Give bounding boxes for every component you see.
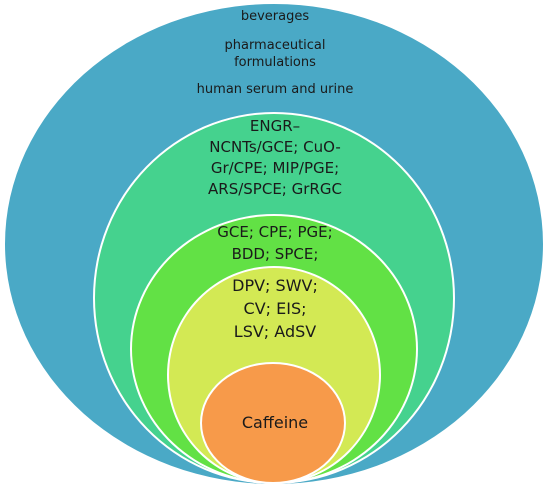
label-pharmaceutical: pharmaceutical <box>224 38 326 53</box>
label-techniques-2: CV; EIS; <box>243 299 307 318</box>
label-electrodes-1: GCE; CPE; PGE; <box>217 223 333 241</box>
label-beverages: beverages <box>240 9 310 24</box>
label-modified-electrodes-3: Gr/CPE; MIP/PGE; <box>210 159 340 177</box>
label-formulations: formulations <box>234 55 316 70</box>
label-modified-electrodes-1: ENGR– <box>249 117 301 135</box>
label-modified-electrodes-4: ARS/SPCE; GrRGC <box>208 180 342 198</box>
label-techniques-3: LSV; AdSV <box>233 322 317 341</box>
label-techniques-1: DPV; SWV; <box>232 276 318 295</box>
label-human-serum-urine: human serum and urine <box>196 82 354 97</box>
core-caffeine <box>200 362 346 484</box>
label-modified-electrodes-2: NCNTs/GCE; CuO- <box>209 138 341 156</box>
label-caffeine: Caffeine <box>241 413 309 432</box>
label-electrodes-2: BDD; SPCE; <box>231 245 319 263</box>
